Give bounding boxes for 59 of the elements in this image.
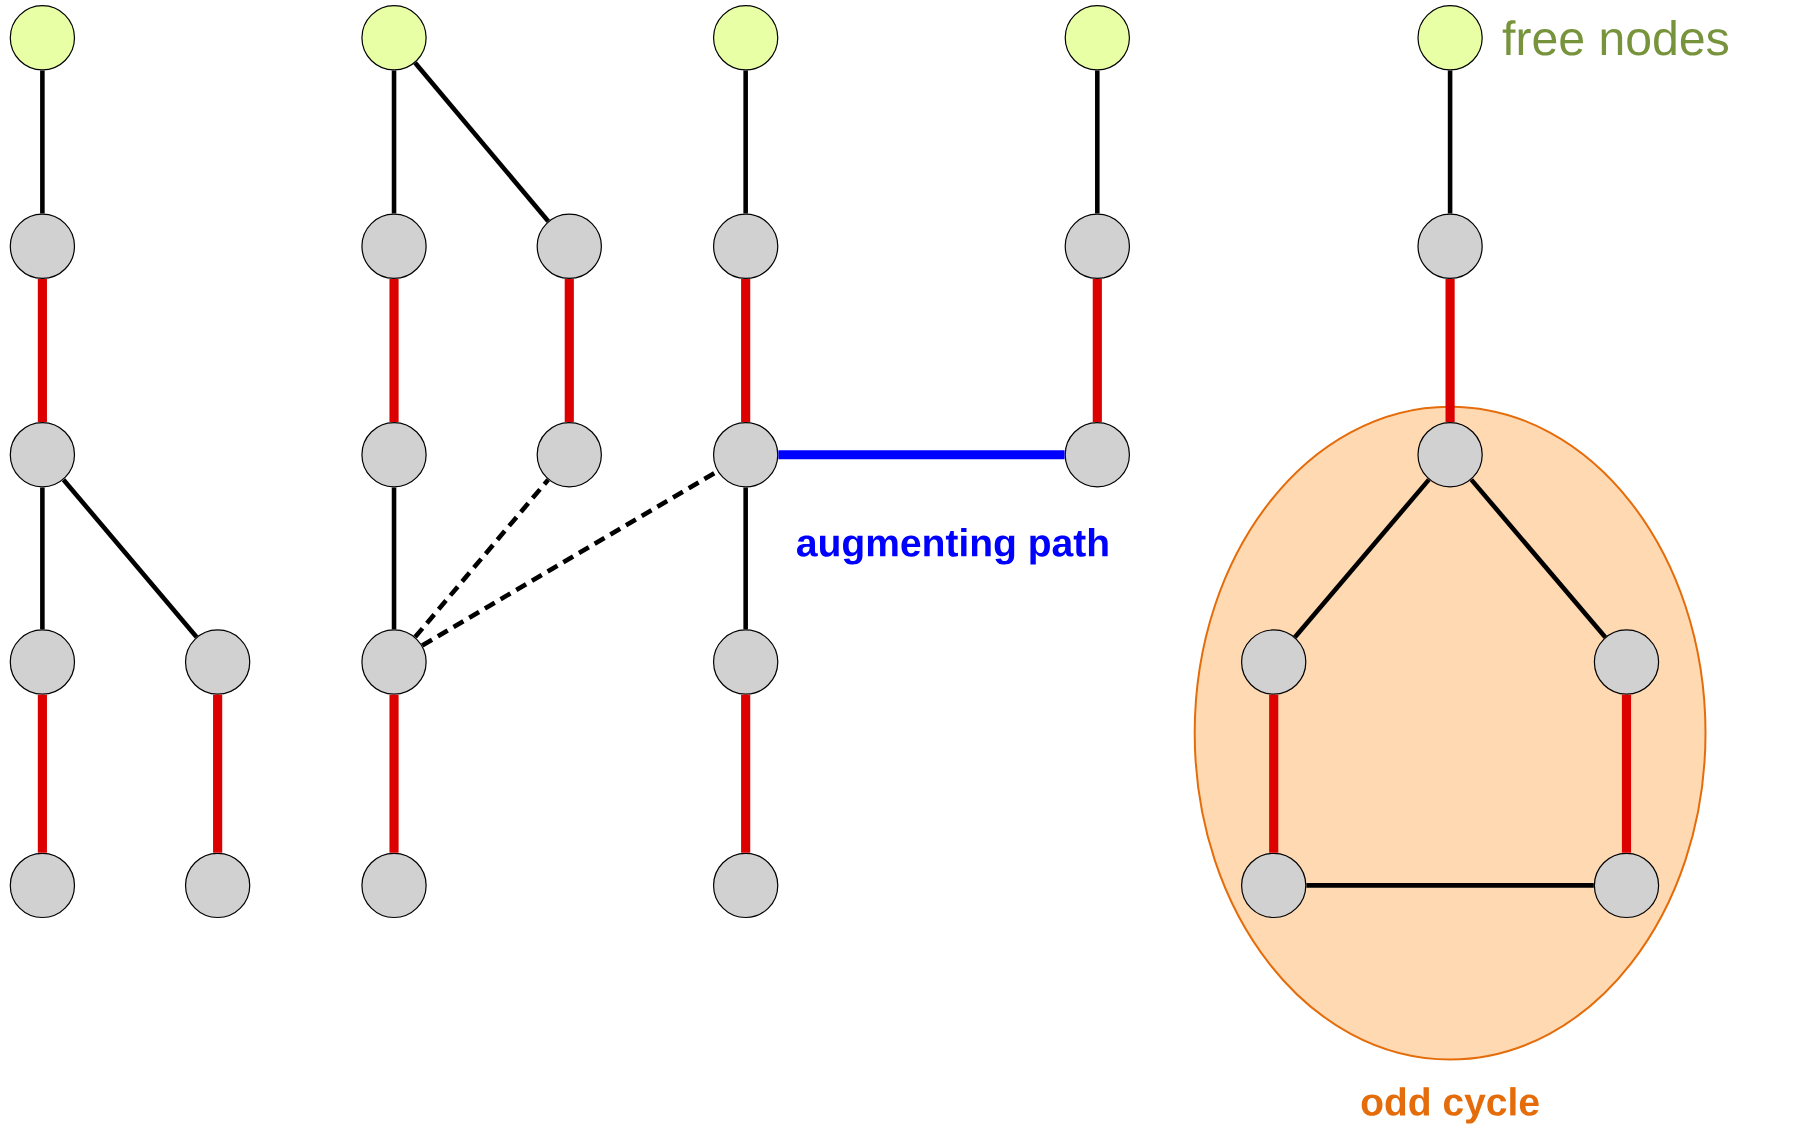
edge-line bbox=[741, 694, 751, 853]
node-circle bbox=[1064, 422, 1130, 488]
side-label: free nodes bbox=[1502, 20, 1728, 56]
edge-line bbox=[61, 478, 199, 639]
edge-line bbox=[37, 279, 47, 423]
node-circle bbox=[1241, 852, 1307, 919]
node-circle bbox=[712, 852, 779, 919]
node-circle bbox=[1417, 213, 1483, 280]
node-circle bbox=[712, 213, 779, 280]
edge-line bbox=[1621, 694, 1632, 853]
node-circle bbox=[361, 213, 427, 280]
node-circle bbox=[9, 422, 76, 488]
node-label: odd cycle bbox=[1361, 1087, 1539, 1124]
node-circle bbox=[1064, 213, 1130, 280]
edge-line bbox=[37, 694, 47, 853]
node-circle bbox=[1593, 629, 1660, 695]
free-node-circle bbox=[1417, 5, 1483, 71]
node-circle bbox=[184, 629, 251, 695]
node-circle bbox=[361, 629, 427, 695]
node-circle bbox=[712, 422, 779, 488]
edge-line bbox=[389, 279, 399, 423]
node-circle bbox=[1417, 422, 1483, 488]
free-node-circle bbox=[9, 5, 76, 71]
edge-line bbox=[413, 61, 550, 223]
free-node-circle bbox=[1064, 5, 1130, 71]
node-circle bbox=[361, 422, 427, 488]
edge-line bbox=[741, 279, 751, 423]
node-circle bbox=[9, 852, 76, 919]
node-circle bbox=[712, 629, 779, 695]
node-circle bbox=[1593, 852, 1660, 919]
dashed-edge bbox=[413, 478, 550, 639]
free-node-circle bbox=[361, 5, 427, 71]
node-circle bbox=[361, 852, 427, 919]
edge-line bbox=[1095, 70, 1100, 214]
edge-line bbox=[391, 487, 397, 630]
node-circle bbox=[9, 213, 76, 280]
edge-line bbox=[1306, 883, 1594, 888]
edge-line bbox=[1445, 279, 1455, 423]
edge-line bbox=[1269, 694, 1279, 853]
edge-line bbox=[391, 70, 397, 214]
edge-line bbox=[40, 70, 45, 214]
edge-line bbox=[1092, 279, 1102, 423]
node-circle bbox=[184, 852, 251, 919]
edge-line bbox=[213, 694, 223, 853]
edge-label: augmenting path bbox=[797, 528, 1108, 565]
edge-line bbox=[743, 70, 748, 214]
node-circle bbox=[536, 213, 602, 280]
edge-line bbox=[778, 450, 1065, 460]
edge-line bbox=[743, 487, 748, 630]
node-circle bbox=[1241, 629, 1307, 695]
edge-line bbox=[1469, 478, 1608, 639]
node-circle bbox=[9, 629, 76, 695]
edge-line bbox=[1447, 70, 1453, 214]
edge-line bbox=[1293, 478, 1431, 639]
edge-line bbox=[564, 279, 574, 423]
edge-line bbox=[389, 694, 399, 853]
node-circle bbox=[536, 422, 602, 488]
free-node-circle bbox=[712, 5, 779, 71]
edge-line bbox=[40, 487, 45, 630]
